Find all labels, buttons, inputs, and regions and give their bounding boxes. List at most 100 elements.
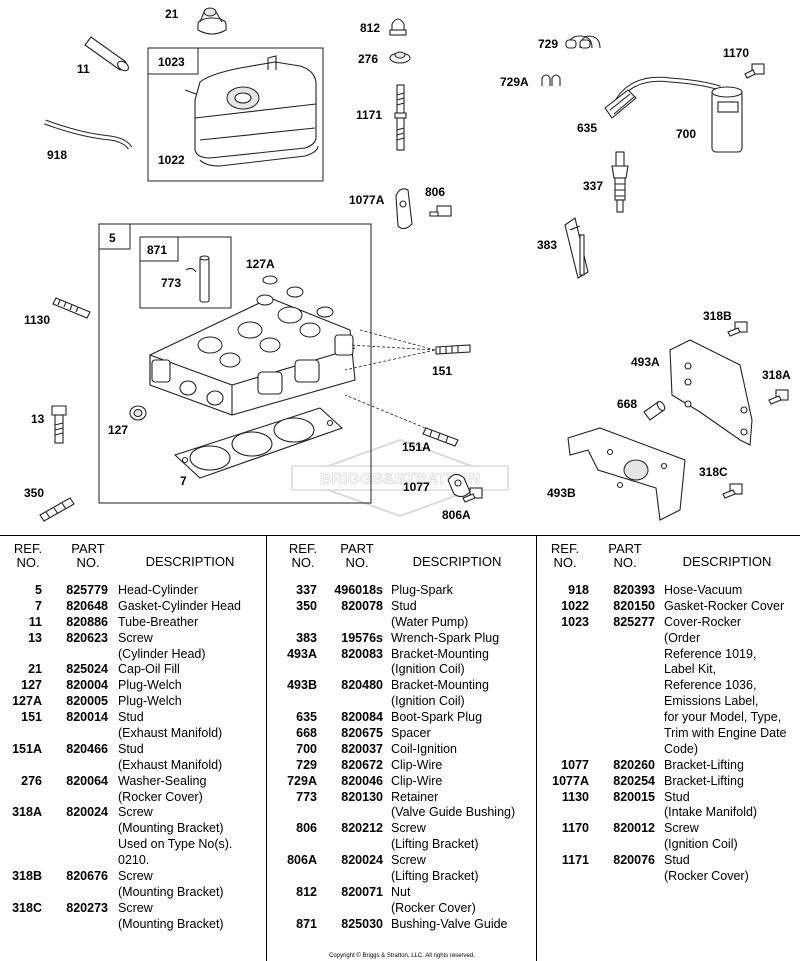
ref-no-cell: 350 — [296, 598, 317, 613]
lifting-screw-part — [429, 205, 452, 217]
part-no-cell: 820071 — [341, 884, 383, 899]
table-row: (Mounting Bracket) — [0, 885, 266, 901]
table-row: (Valve Guide Bushing) — [267, 805, 537, 821]
part-no-cell: 820014 — [66, 710, 108, 725]
part-no-cell: 820064 — [66, 773, 108, 788]
callout-729: 729 — [538, 37, 558, 51]
callout-806: 806 — [425, 185, 445, 199]
table-row: (Exhaust Manifold) — [0, 726, 266, 742]
description-cell: (Exhaust Manifold) — [118, 726, 223, 741]
table-row: (Intake Manifold) — [537, 805, 800, 821]
ref-no-cell: 337 — [296, 583, 317, 597]
spacer-part — [643, 401, 666, 421]
table-row: 0210. — [0, 853, 266, 869]
ref-no-cell: 493B — [287, 678, 317, 693]
description-cell: Stud — [664, 853, 690, 868]
cylinder-head-screw-part — [51, 405, 67, 444]
ref-no-cell: 318C — [12, 900, 42, 915]
part-no-cell: 19576s — [341, 630, 383, 645]
description-cell: Screw — [664, 821, 699, 836]
table-row: (Order — [537, 631, 800, 647]
callout-635: 635 — [577, 121, 597, 135]
column-header: REF. NO. PART NO. DESCRIPTION — [0, 542, 266, 582]
ref-no-cell: 668 — [296, 726, 317, 741]
callout-318C: 318C — [699, 465, 728, 479]
part-no-cell: 820076 — [613, 853, 655, 868]
description-cell: (Ignition Coil) — [391, 662, 465, 677]
ref-no-cell: 1023 — [561, 614, 589, 629]
ref-no-cell: 729 — [296, 757, 317, 772]
ref-no-cell: 127 — [21, 678, 42, 693]
ref-no-cell: 127A — [12, 694, 42, 709]
bracket-screw-a-part — [768, 389, 789, 405]
callout-1077: 1077 — [403, 480, 430, 494]
callout-668: 668 — [617, 397, 637, 411]
ref-no-cell: 1171 — [561, 853, 589, 868]
cylinder-head-label-box — [98, 223, 131, 250]
lifting-screw-a-part — [462, 487, 483, 503]
description-cell: (Mounting Bracket) — [118, 821, 224, 836]
briggs-stratton-watermark: BRIGGS&STRATTON — [291, 438, 509, 518]
description-cell: (Ignition Coil) — [391, 694, 465, 709]
part-no-cell: 825779 — [66, 583, 108, 597]
callout-812: 812 — [360, 21, 380, 35]
part-no-cell: 820024 — [66, 805, 108, 820]
description-cell: Screw — [391, 853, 426, 868]
ref-no-cell: 5 — [35, 583, 42, 597]
part-no-cell: 825024 — [66, 662, 108, 677]
valve-guide-label-box — [139, 236, 179, 262]
table-row: Code) — [537, 742, 800, 758]
callout-350: 350 — [24, 486, 44, 500]
valve-guide-group-box — [139, 236, 232, 309]
ref-no-cell: 21 — [28, 662, 42, 677]
description-cell: Gasket-Rocker Cover — [664, 598, 785, 613]
ref-no-header: REF. NO. — [288, 541, 318, 570]
mounting-bracket-a-part — [669, 339, 753, 446]
ref-no-cell: 918 — [568, 583, 589, 597]
part-no-cell: 820130 — [341, 789, 383, 804]
part-no-cell: 820480 — [341, 678, 383, 693]
description-cell: Screw — [118, 630, 153, 645]
part-no-header: PART NO. — [71, 541, 105, 570]
retainer-part — [185, 267, 197, 273]
table-row: (Rocker Cover) — [0, 790, 266, 806]
callout-871: 871 — [147, 243, 167, 257]
mounting-bracket-b-part — [567, 427, 686, 521]
part-no-header: PART NO. — [340, 541, 374, 570]
callout-1022: 1022 — [158, 153, 185, 167]
table-row: Label Kit, — [537, 662, 800, 678]
description-cell: Plug-Welch — [118, 694, 182, 709]
ref-no-cell: 1022 — [561, 598, 589, 613]
description-cell: Trim with Engine Date — [664, 726, 787, 741]
callout-918: 918 — [47, 148, 67, 162]
part-no-cell: 825030 — [341, 916, 383, 931]
table-row: 493B 820480 Bracket-Mounting — [267, 678, 537, 694]
description-cell: (Mounting Bracket) — [118, 916, 224, 931]
description-cell: Code) — [664, 741, 699, 756]
callout-151: 151 — [432, 364, 452, 378]
description-cell: Clip-Wire — [391, 757, 443, 772]
part-no-cell: 820037 — [341, 741, 383, 756]
description-cell: Stud — [118, 710, 144, 725]
description-header: DESCRIPTION — [682, 554, 772, 569]
callout-labels: 21 812 276 729 1170 11 1023 729A 1171 63… — [24, 7, 791, 522]
welch-plug-a-part — [262, 275, 278, 285]
description-cell: Bracket-Mounting — [391, 678, 489, 693]
table-row: (Lifting Bracket) — [267, 869, 537, 885]
ref-no-cell: 635 — [296, 710, 317, 725]
part-no-cell: 820260 — [613, 757, 655, 772]
ref-no-cell: 13 — [28, 630, 42, 645]
description-cell: 0210. — [118, 853, 150, 868]
